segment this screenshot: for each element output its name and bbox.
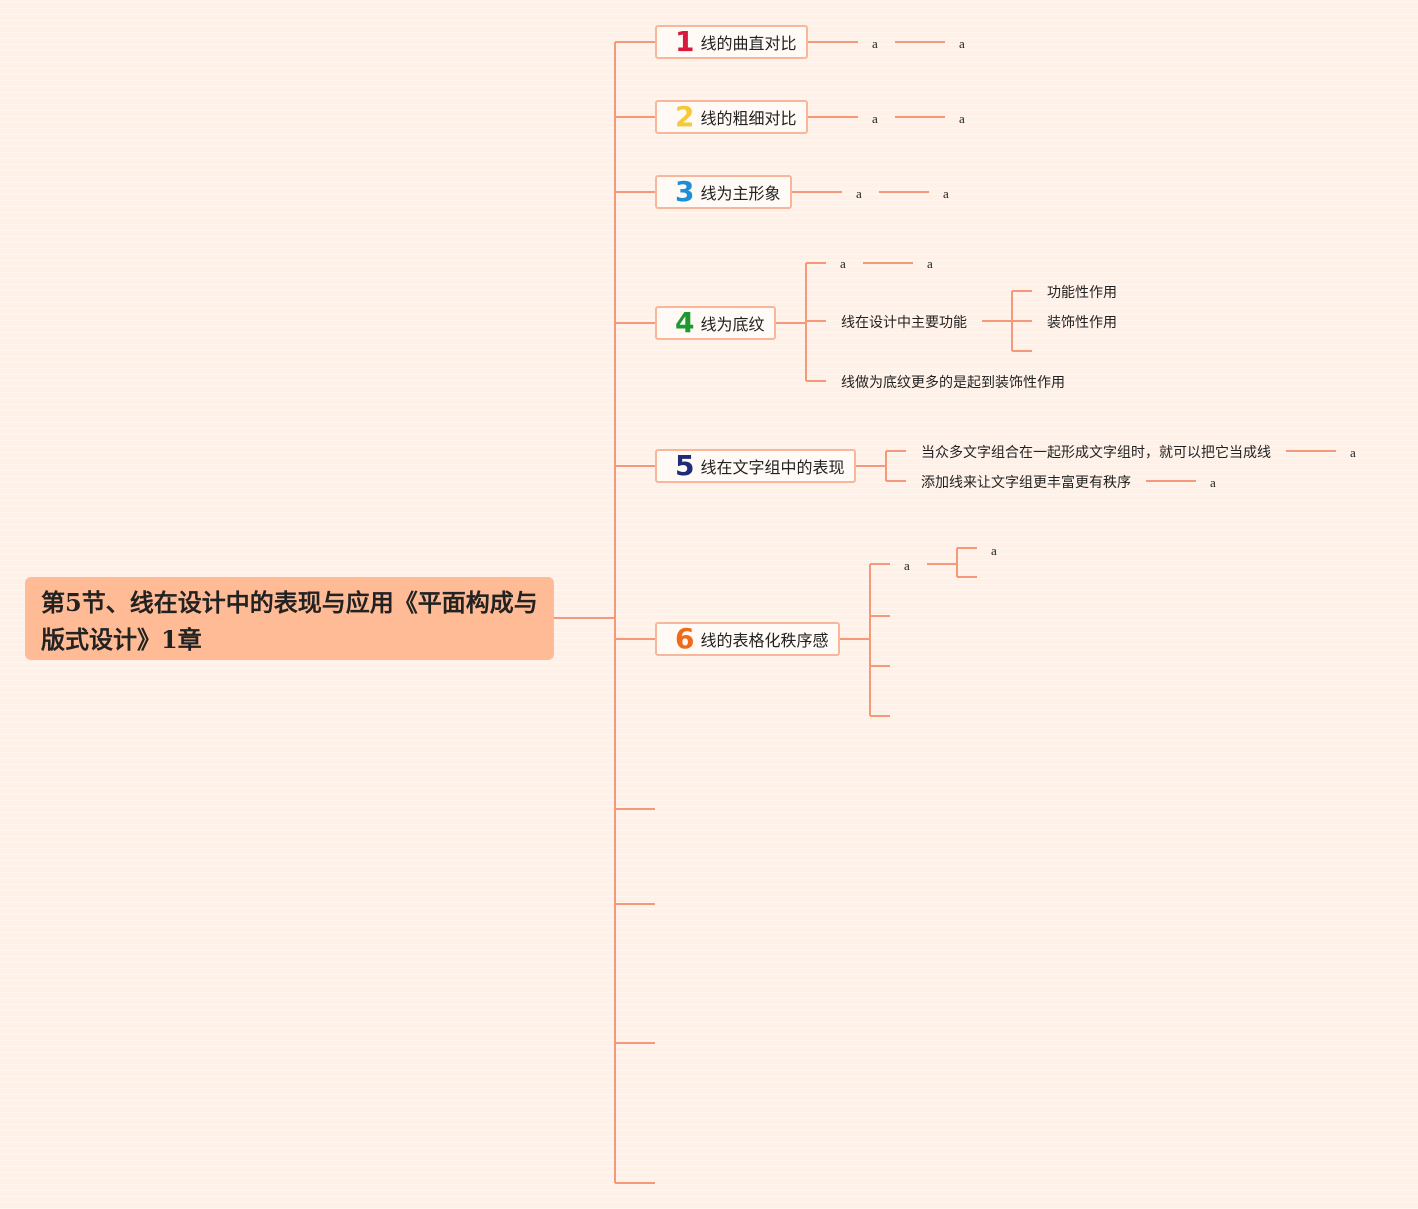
branch-4-label: 线为底纹: [700, 317, 765, 334]
branch-1-node[interactable]: 1 线的曲直对比: [655, 25, 808, 59]
b4-decorative-role[interactable]: 装饰性作用: [1047, 314, 1117, 330]
b5-topic-2[interactable]: 添加线来让文字组更丰富更有秩序: [921, 474, 1131, 490]
b3-leaf-2[interactable]: a: [943, 186, 949, 201]
b4-functional-role[interactable]: 功能性作用: [1047, 284, 1117, 300]
branch-5-node[interactable]: 5 线在文字组中的表现: [655, 449, 856, 483]
b1-leaf-1[interactable]: a: [872, 36, 878, 51]
root-title: 第5节、线在设计中的表现与应用《平面构成与版式设计》1章: [41, 588, 538, 654]
root-topic[interactable]: 第5节、线在设计中的表现与应用《平面构成与版式设计》1章: [25, 577, 554, 660]
b2-leaf-2[interactable]: a: [959, 111, 965, 126]
branch-3-label: 线为主形象: [700, 186, 781, 203]
branch-5-label: 线在文字组中的表现: [700, 460, 845, 477]
b4-leaf-1[interactable]: a: [840, 256, 846, 271]
b4-decor-topic[interactable]: 线做为底纹更多的是起到装饰性作用: [841, 374, 1065, 390]
number-6-icon: 6: [675, 622, 695, 655]
b4-function-topic[interactable]: 线在设计中主要功能: [841, 314, 967, 330]
b6-leaf-1[interactable]: a: [904, 558, 910, 573]
branch-2-node[interactable]: 2 线的粗细对比: [655, 100, 808, 134]
branch-1-label: 线的曲直对比: [700, 36, 797, 53]
number-1-icon: 1: [675, 25, 695, 58]
b2-leaf-1[interactable]: a: [872, 111, 878, 126]
number-4-icon: 4: [675, 306, 695, 339]
b5-leaf-1[interactable]: a: [1350, 445, 1356, 460]
b5-topic-1[interactable]: 当众多文字组合在一起形成文字组时，就可以把它当成线: [921, 444, 1271, 460]
b6-leaf-2[interactable]: a: [991, 543, 997, 558]
number-5-icon: 5: [675, 449, 695, 482]
b4-leaf-2[interactable]: a: [927, 256, 933, 271]
b5-leaf-2[interactable]: a: [1210, 475, 1216, 490]
b3-leaf-1[interactable]: a: [856, 186, 862, 201]
branch-6-node[interactable]: 6 线的表格化秩序感: [655, 622, 840, 656]
branch-3-node[interactable]: 3 线为主形象: [655, 175, 792, 209]
b1-leaf-2[interactable]: a: [959, 36, 965, 51]
number-2-icon: 2: [675, 100, 695, 133]
number-3-icon: 3: [675, 175, 695, 208]
branch-6-label: 线的表格化秩序感: [700, 633, 829, 650]
branch-2-label: 线的粗细对比: [700, 111, 797, 128]
branch-4-node[interactable]: 4 线为底纹: [655, 306, 776, 340]
